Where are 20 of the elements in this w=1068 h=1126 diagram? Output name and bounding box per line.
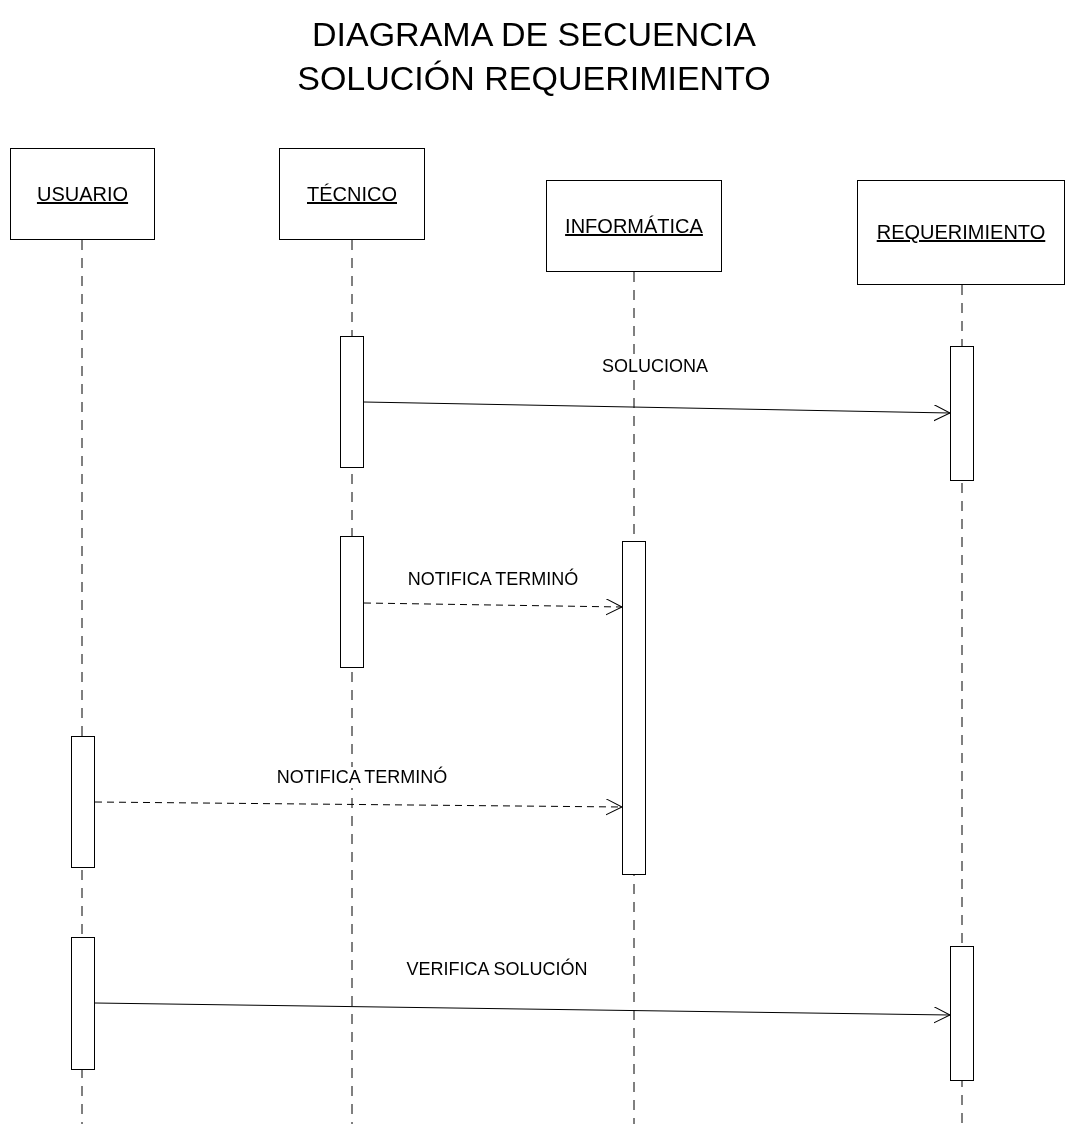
activation-bar bbox=[622, 541, 646, 875]
activation-bar bbox=[340, 536, 364, 668]
message-arrow bbox=[363, 401, 951, 422]
activation-bar bbox=[340, 336, 364, 468]
lifeline-header-box bbox=[857, 180, 1065, 285]
message-arrow bbox=[94, 1002, 951, 1024]
lifeline-name: REQUERIMIENTO bbox=[876, 221, 1046, 244]
message-arrow bbox=[363, 598, 623, 616]
activation-bar bbox=[950, 946, 974, 1081]
lifeline-header-box bbox=[10, 148, 155, 240]
diagram-title: DIAGRAMA DE SECUENCIA SOLUCIÓN REQUERIMIENTO bbox=[296, 14, 772, 99]
activation-bar bbox=[71, 937, 95, 1070]
activation-bar bbox=[71, 736, 95, 868]
lifeline-header-box bbox=[546, 180, 722, 272]
lifeline-name: USUARIO bbox=[36, 182, 129, 206]
lifeline-name: INFORMÁTICA bbox=[565, 214, 703, 238]
activation-bar bbox=[950, 346, 974, 481]
lifeline-header-box bbox=[279, 148, 425, 240]
lifeline-name: TÉCNICO bbox=[307, 182, 397, 206]
message-arrow bbox=[94, 798, 623, 816]
